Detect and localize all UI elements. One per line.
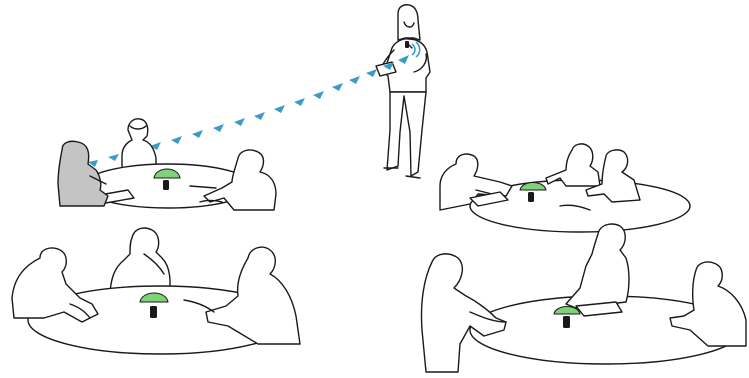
group-bottom-left <box>12 228 300 354</box>
standing-speaker <box>376 5 430 178</box>
group-top-left <box>58 119 276 210</box>
group-top-right <box>440 144 690 232</box>
group-bottom-right <box>421 224 746 372</box>
